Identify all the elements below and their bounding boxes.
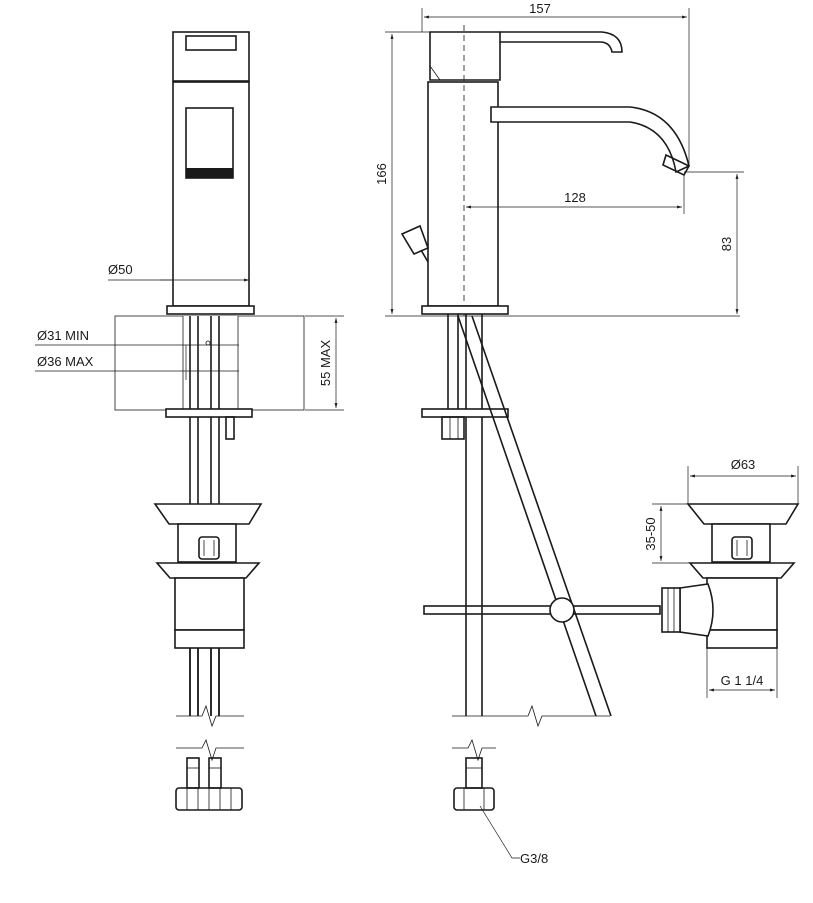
fixing-plate xyxy=(165,408,253,418)
label-157: 157 xyxy=(529,1,551,16)
lever-handle xyxy=(172,31,250,82)
label-166: 166 xyxy=(374,163,389,185)
rod-joint xyxy=(549,597,575,623)
faucet-base xyxy=(166,305,255,315)
label-hole-max: Ø36 MAX xyxy=(37,354,94,369)
pop-up-knob xyxy=(400,224,430,256)
side-hose-nut xyxy=(453,787,495,811)
label-diameter-50: Ø50 xyxy=(108,262,133,277)
lever-cap xyxy=(185,35,237,51)
label-55-max: 55 MAX xyxy=(318,340,333,387)
hose-leader xyxy=(479,805,520,859)
label-128: 128 xyxy=(564,190,586,205)
pull-rod xyxy=(457,315,597,717)
side-body xyxy=(427,81,499,307)
waste-body xyxy=(174,577,245,631)
waste-connector xyxy=(661,587,681,633)
horizontal-rod xyxy=(423,605,661,615)
waste-slot xyxy=(198,536,220,560)
label-diameter-63: Ø63 xyxy=(731,457,756,472)
label-g3-8: G3/8 xyxy=(520,851,548,866)
side-view xyxy=(385,8,800,859)
waste-flange xyxy=(153,503,263,525)
label-hole-min: Ø31 MIN xyxy=(37,328,89,343)
faucet-body xyxy=(172,81,250,307)
body-window xyxy=(185,107,234,179)
spout xyxy=(490,106,690,174)
window-bar xyxy=(186,168,233,178)
waste-thread xyxy=(706,629,778,649)
label-g-1-1-4: G 1 1/4 xyxy=(721,673,764,688)
front-view xyxy=(35,31,344,811)
label-35-50: 35-50 xyxy=(643,517,658,550)
label-83: 83 xyxy=(719,237,734,251)
side-lever-arm xyxy=(500,31,623,53)
side-waste-flange xyxy=(686,503,800,525)
side-lever xyxy=(429,31,501,81)
